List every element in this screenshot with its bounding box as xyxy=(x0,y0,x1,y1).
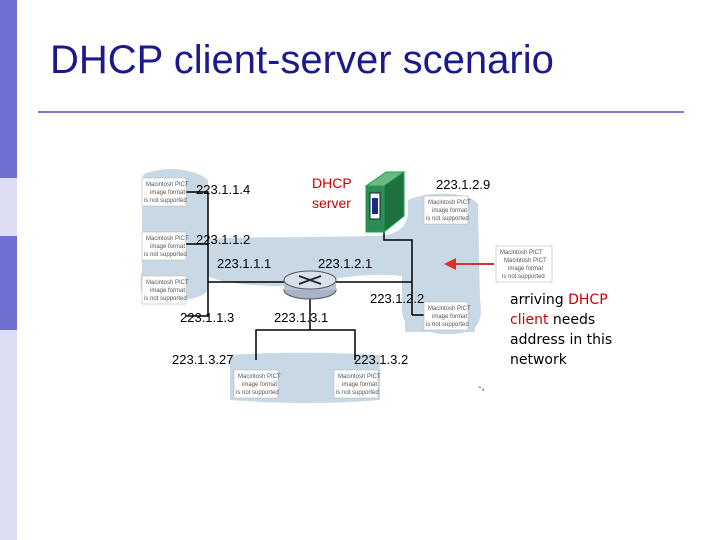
router-icon xyxy=(283,270,337,300)
note-word-dhcp: DHCP xyxy=(568,292,608,308)
server-icon xyxy=(364,171,406,234)
sidebar-band xyxy=(0,330,17,540)
sidebar-band xyxy=(0,0,17,178)
svg-text:image format: image format xyxy=(342,382,377,388)
svg-text:image format: image format xyxy=(432,314,467,320)
arriving-client-image: Macintosh PICT Macintosh PICT image form… xyxy=(495,245,553,283)
addr-host-bottom-mid: 223.1.3.27 xyxy=(172,352,233,367)
svg-text:is not supported: is not supported xyxy=(144,198,187,204)
host-image-top-left: Macintosh PICT image format is not suppo… xyxy=(141,177,189,207)
addr-router-left: 223.1.1.1 xyxy=(217,256,271,271)
addr-host-mid-left: 223.1.1.2 xyxy=(196,232,250,247)
svg-text:Macintosh PICT: Macintosh PICT xyxy=(146,236,189,242)
sidebar-band xyxy=(0,236,17,330)
host-image-bottom-left: Macintosh PICT image format is not suppo… xyxy=(141,275,189,305)
svg-text:Macintosh PICT: Macintosh PICT xyxy=(146,182,189,188)
svg-text:image format: image format xyxy=(432,208,467,214)
svg-text:Macintosh PICT: Macintosh PICT xyxy=(428,200,471,206)
link-subnet-1-3 xyxy=(255,329,356,360)
host-image-mid-left: Macintosh PICT image format is not suppo… xyxy=(141,231,189,261)
addr-router-right: 223.1.2.1 xyxy=(318,256,372,271)
host-image-bottom-mid: Macintosh PICT image format is not suppo… xyxy=(233,369,281,399)
addr-host-top-left: 223.1.1.4 xyxy=(196,182,250,197)
svg-text:is not supported: is not supported xyxy=(144,296,187,302)
svg-text:Macintosh PICT: Macintosh PICT xyxy=(146,280,189,286)
svg-text:Macintosh PICT: Macintosh PICT xyxy=(238,374,281,380)
backbone-blob xyxy=(193,193,481,335)
arriving-client-note: arriving DHCP client needs address in th… xyxy=(510,290,640,370)
svg-text:image format: image format xyxy=(150,244,185,250)
addr-host-right: 223.1.2.2 xyxy=(370,291,424,306)
addr-host-bottom-right: 223.1.3.2 xyxy=(354,352,408,367)
svg-text:is not supported: is not supported xyxy=(144,252,187,258)
svg-text:is not supported: is not supported xyxy=(236,390,279,396)
sidebar-band xyxy=(0,178,17,236)
svg-text:Macintosh PICT: Macintosh PICT xyxy=(338,374,381,380)
svg-text:Macintosh PICT: Macintosh PICT xyxy=(500,250,543,256)
host-image-right: Macintosh PICT image format is not suppo… xyxy=(423,301,471,331)
svg-text:Macintosh PICT: Macintosh PICT xyxy=(504,258,547,264)
server-label-line1: DHCP xyxy=(312,175,352,191)
svg-text:Macintosh PICT: Macintosh PICT xyxy=(428,306,471,312)
addr-server: 223.1.2.9 xyxy=(436,177,490,192)
arrival-arrow xyxy=(444,258,494,270)
svg-text:image format: image format xyxy=(242,382,277,388)
svg-text:is not supported: is not supported xyxy=(426,322,469,328)
link-server-bus xyxy=(383,232,413,282)
svg-text:is not supported: is not supported xyxy=(336,390,379,396)
svg-text:image format: image format xyxy=(508,266,543,272)
note-rest: needs address in this network xyxy=(510,312,613,368)
note-word-arriving: arriving xyxy=(510,292,564,308)
note-word-client: client xyxy=(510,312,549,328)
link-subnet-1-1 xyxy=(186,191,209,317)
svg-text:image format: image format xyxy=(150,288,185,294)
stray-mark: -, xyxy=(478,382,485,393)
host-image-server-side: Macintosh PICT image format is not suppo… xyxy=(423,195,471,225)
addr-router-bottom: 223.1.3.1 xyxy=(274,310,328,325)
addr-host-bottom-left: 223.1.1.3 xyxy=(180,310,234,325)
slide-title: DHCP client-server scenario xyxy=(50,38,554,82)
sidebar-decoration xyxy=(0,0,17,540)
svg-text:is not supported: is not supported xyxy=(426,216,469,222)
svg-text:is not supported: is not supported xyxy=(502,274,545,280)
svg-text:image format: image format xyxy=(150,190,185,196)
title-divider xyxy=(38,111,684,113)
host-image-bottom-right: Macintosh PICT image format is not suppo… xyxy=(333,369,381,399)
network-links xyxy=(186,191,424,360)
server-label-line2: server xyxy=(312,195,351,211)
